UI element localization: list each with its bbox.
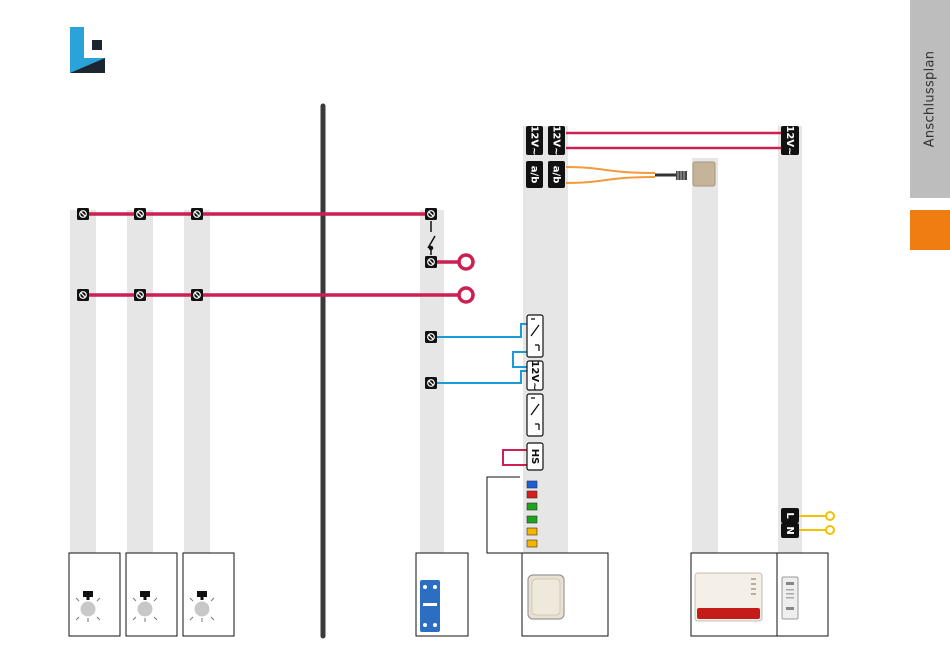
wire-terminal-rings [459, 255, 473, 302]
document-title: Anschlussplan [923, 51, 938, 148]
label-n: N [781, 523, 799, 538]
document-title-tab: Anschlussplan [910, 0, 950, 198]
label-12v-right: 12V~ [548, 125, 565, 155]
ab-bus-wires [566, 167, 676, 183]
led-bracket-line [487, 477, 522, 553]
mains-wires [798, 516, 826, 530]
label-n-text: N [784, 526, 795, 534]
device-box-module [522, 553, 608, 636]
label-12v-left: 12V~ [526, 125, 543, 155]
label-12v-left-text: 12V~ [529, 125, 540, 155]
rj-connector-icon [676, 162, 715, 186]
label-12v-transformer: 12V~ [781, 125, 799, 155]
label-l: L [781, 508, 799, 523]
device-box-lamp-2 [126, 553, 177, 636]
device-box-transformer [777, 553, 828, 636]
power-12v-wires [566, 133, 786, 148]
accent-tab [910, 210, 950, 250]
label-hs: HS [527, 443, 543, 470]
control-module-icon [528, 575, 564, 619]
label-ab-left-text: a/b [529, 166, 540, 184]
device-box-lamp-1 [69, 553, 120, 636]
label-12v-right-text: 12V~ [551, 125, 562, 155]
transformer-icon [782, 577, 798, 619]
label-ab-right-text: a/b [551, 166, 562, 184]
label-ab-left: a/b [526, 161, 543, 188]
device-box-alarm-panel [691, 553, 777, 636]
mains-terminal-rings [826, 512, 834, 534]
label-12v-relay: 12V~ [527, 360, 543, 390]
label-ab-right: a/b [548, 161, 565, 188]
brand-logo-icon [70, 27, 105, 73]
label-l-text: L [784, 512, 795, 519]
label-hs-text: HS [529, 449, 540, 465]
alarm-panel-icon [695, 573, 762, 621]
din-relay-icon [420, 580, 440, 632]
signal-wires [431, 324, 527, 383]
device-box-lamp-3 [183, 553, 234, 636]
device-box-relay [416, 553, 468, 636]
label-12v-transformer-text: 12V~ [784, 125, 795, 155]
relay-contact-1-icon [527, 315, 543, 357]
label-12v-relay-text: 12V~ [529, 360, 540, 390]
relay-contact-2-icon [527, 394, 543, 436]
